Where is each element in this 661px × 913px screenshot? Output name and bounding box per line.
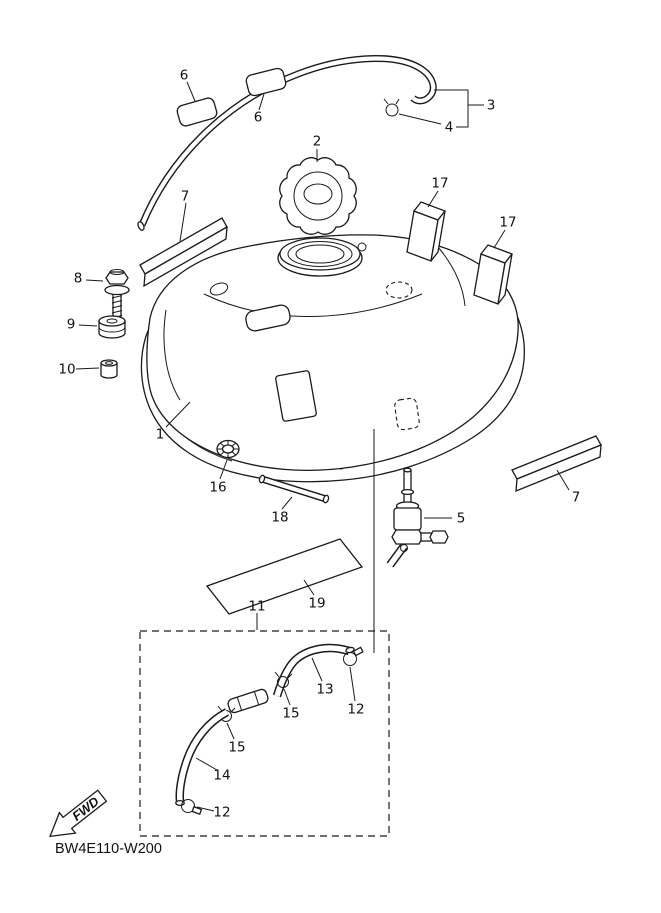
leader-line-12: [196, 806, 215, 812]
leader-line-14: [195, 757, 218, 771]
part-label-16: 16: [209, 480, 226, 496]
grommet: [98, 315, 126, 339]
part-label-2: 2: [313, 134, 322, 150]
leader-line-17: [427, 190, 439, 208]
part-label-19: 19: [308, 596, 325, 612]
leader-line-8: [85, 279, 104, 282]
diagram-code: BW4E110-W200: [55, 841, 162, 857]
leader-line-16: [219, 459, 228, 480]
part-label-6: 6: [254, 110, 263, 126]
tank-pad-small-2: [245, 67, 287, 97]
part-label-12: 12: [213, 805, 230, 821]
part-label-17: 17: [499, 215, 516, 231]
leader-lines: [75, 81, 570, 812]
breather-hose: [137, 55, 437, 231]
breather-tube: [258, 474, 330, 504]
hose-clamp-upper: [343, 646, 364, 666]
tank-cushion-1: [406, 201, 447, 262]
fuel-cock: [386, 467, 449, 568]
tank-pad-bar-right: [511, 435, 602, 492]
protector-sheet: [205, 538, 364, 615]
fuel-tank-body: [146, 234, 519, 472]
tank-pad-bar-left: [139, 217, 228, 288]
leader-line-7: [179, 202, 187, 242]
leader-line-15: [226, 722, 235, 740]
part-label-9: 9: [67, 317, 76, 333]
part-label-8: 8: [74, 271, 83, 287]
hose-clip: [383, 98, 400, 117]
filler-neck: [277, 237, 367, 277]
part-label-18: 18: [271, 510, 288, 526]
fuel-cap: [279, 157, 357, 235]
leader-line-4: [398, 113, 442, 125]
collar: [100, 359, 118, 379]
leader-line-15: [283, 688, 291, 706]
tank-pad-small-1: [176, 97, 218, 127]
leader-line-17: [493, 229, 506, 249]
part-label-1: 1: [156, 427, 165, 443]
fwd-arrow: FWD: [49, 789, 108, 838]
part-label-11: 11: [248, 599, 265, 615]
hose-joint: [227, 688, 269, 714]
leader-line-13: [311, 657, 323, 682]
leader-line-6: [186, 81, 196, 102]
part-label-13: 13: [316, 682, 333, 698]
leader-line-9: [78, 324, 98, 327]
part-labels: 6 6 2 3 4 7 17 17 8 9 10 1 16 18 5 7 19 11 13 15 12 15 14 12: [58, 68, 580, 821]
part-label-5: 5: [457, 511, 466, 527]
part-label-15: 15: [228, 740, 245, 756]
hose-clip-upper: [274, 671, 293, 688]
part-label-17: 17: [431, 176, 448, 192]
part-label-7: 7: [181, 189, 190, 205]
leader-line-1: [165, 401, 191, 428]
hose-clamp-lower: [181, 799, 203, 816]
leader-line-10: [75, 367, 100, 370]
part-label-14: 14: [213, 768, 230, 784]
part-label-12: 12: [347, 702, 364, 718]
tank-cushion-2: [473, 244, 514, 305]
leader-line-7: [556, 469, 570, 491]
part-label-4: 4: [445, 120, 454, 136]
part-label-15: 15: [282, 706, 299, 722]
leader-line-6: [258, 93, 265, 111]
label-bracket: [434, 89, 469, 128]
fuel-hose-lower: [175, 708, 230, 807]
leader-line-19: [303, 579, 315, 596]
hose-assembly-box: [139, 630, 390, 837]
part-label-10: 10: [58, 362, 75, 378]
part-label-7: 7: [572, 490, 581, 506]
part-label-6: 6: [180, 68, 189, 84]
leader-line-18: [281, 496, 293, 510]
leader-line-12: [349, 666, 356, 702]
damper-grommet: [216, 439, 240, 459]
part-label-3: 3: [487, 98, 496, 114]
